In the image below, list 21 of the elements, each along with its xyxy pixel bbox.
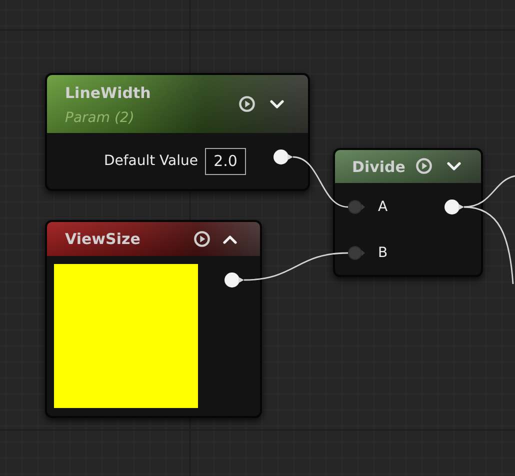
wire (464, 175, 515, 208)
node-title: ViewSize (65, 230, 140, 248)
output-pin-icon (273, 149, 293, 165)
node-card (333, 148, 483, 277)
node-title: Divide (352, 158, 406, 176)
field-label: Default Value (104, 153, 198, 170)
pin-label: A (378, 198, 388, 216)
node-card (45, 220, 262, 418)
output-pin-icon (224, 272, 244, 288)
pin-label: B (378, 244, 388, 262)
wire (464, 206, 514, 284)
input-pin-icon (348, 200, 365, 214)
node-card (45, 73, 310, 191)
input-pin-icon (348, 246, 365, 260)
preview-swatch (54, 264, 198, 408)
value-field: 2.0 (205, 148, 246, 175)
node-subtitle: Param (2) (65, 110, 134, 127)
output-pin-icon (444, 199, 464, 215)
wire (292, 156, 348, 208)
wire (244, 252, 348, 281)
node-title: LineWidth (65, 84, 151, 102)
